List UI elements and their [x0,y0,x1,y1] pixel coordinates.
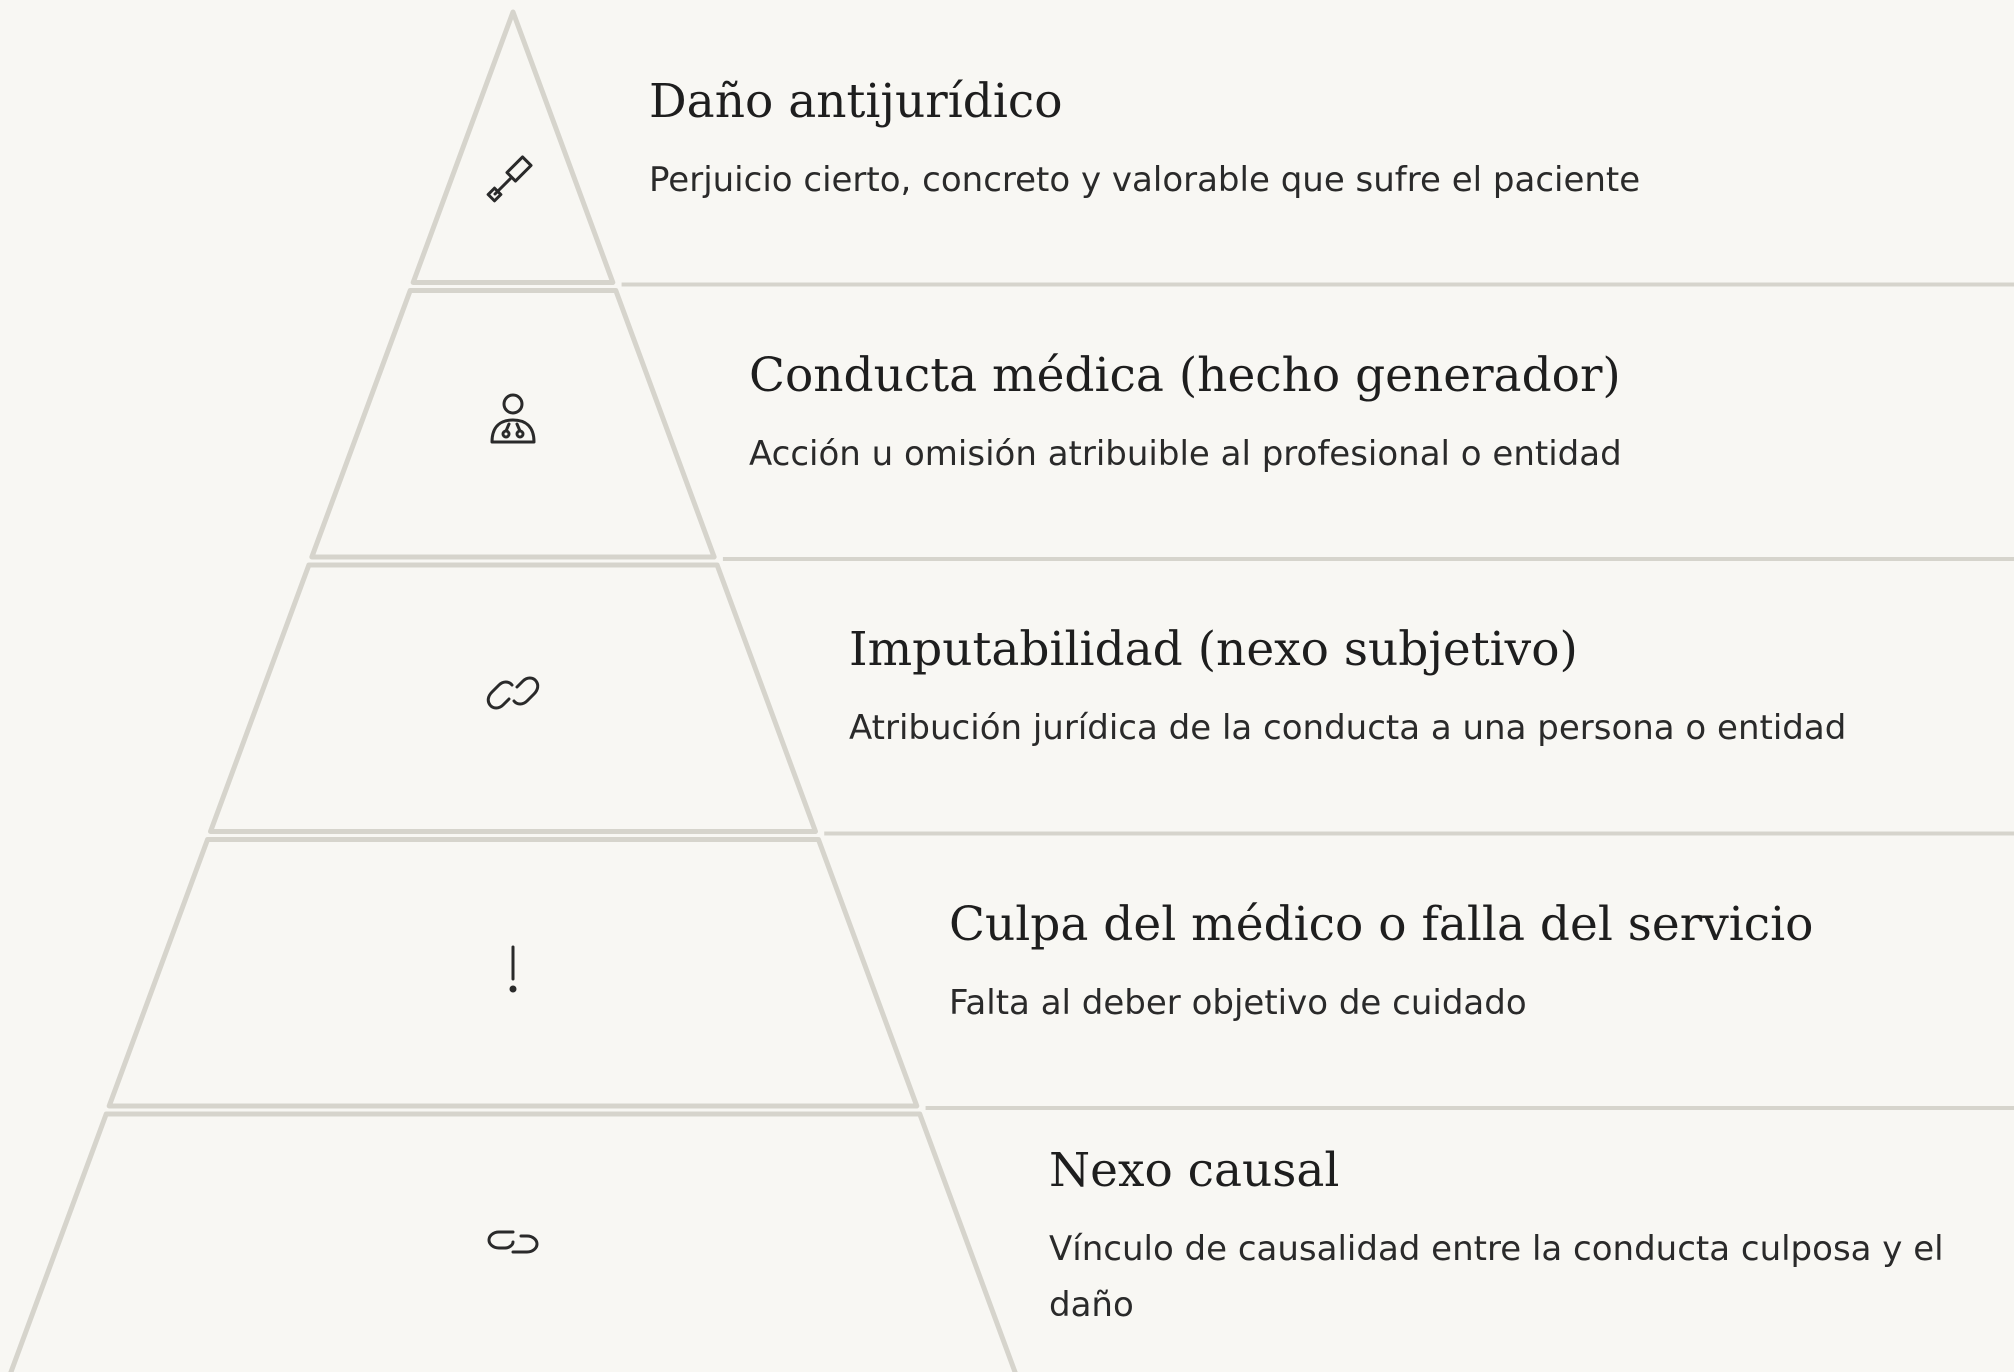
pyramid-tier-4 [106,837,920,1109]
tier-2-text: Conducta médica (hecho generador) Acción… [749,348,1949,482]
pyramid-tier-2 [309,288,717,560]
tier-1-title: Daño antijurídico [649,74,1063,129]
tier-3-description: Atribución jurídica de la conducta a una… [849,708,1847,749]
tier-5-text: Nexo causal Vínculo de causalidad entre … [1049,1143,1949,1334]
tier-3-title: Imputabilidad (nexo subjetivo) [849,622,1578,677]
tier-4-text: Culpa del médico o falla del servicio Fa… [949,897,2014,1031]
tier-4-description: Falta al deber objetivo de cuidado [949,983,1527,1024]
tier-1-description: Perjuicio cierto, concreto y valorable q… [649,160,1641,201]
tier-5-title: Nexo causal [1049,1143,1340,1198]
tier-2-title: Conducta médica (hecho generador) [749,348,1621,403]
pyramid-tier-5 [8,1111,1018,1372]
gavel-icon [483,148,543,208]
tier-3-text: Imputabilidad (nexo subjetivo) Atribució… [849,622,2014,756]
chain-link-icon [483,1212,543,1272]
tier-2-description: Acción u omisión atribuible al profesion… [749,434,1622,475]
pyramid-tier-1 [410,9,616,285]
tier-5-description: Vínculo de causalidad entre la conducta … [1049,1229,1944,1326]
exclamation-icon [483,937,543,997]
pyramid-tier-3 [208,562,818,834]
tier-1-text: Daño antijurídico Perjuicio cierto, conc… [649,74,1849,208]
doctor-icon [483,388,543,448]
tier-4-title: Culpa del médico o falla del servicio [949,897,1814,952]
link-icon [483,663,543,723]
